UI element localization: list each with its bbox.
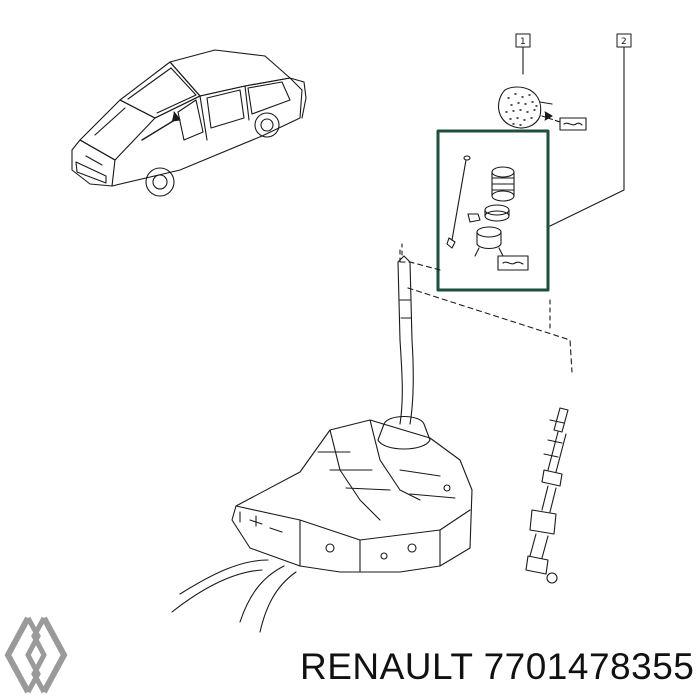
part-number: 7701478355 [483, 646, 695, 687]
linkage-rod-icon [525, 407, 569, 584]
brand-part-label: RENAULT 7701478355 [300, 648, 694, 685]
callout-2 [549, 33, 632, 227]
gear-lever-icon [377, 255, 431, 450]
callout-1 [515, 33, 531, 75]
gear-lever-repair-kit-icon [446, 155, 529, 271]
brand-name: RENAULT [300, 646, 473, 687]
gear-knob-icon [498, 86, 587, 131]
callout-2-label: 2 [621, 37, 627, 47]
shift-mechanism-icon [171, 419, 473, 633]
renault-diamond-logo-icon [4, 616, 68, 694]
sedan-car-icon [71, 49, 307, 197]
repair-kit-highlight-box [436, 129, 550, 292]
callout-1-label: 1 [520, 37, 526, 47]
